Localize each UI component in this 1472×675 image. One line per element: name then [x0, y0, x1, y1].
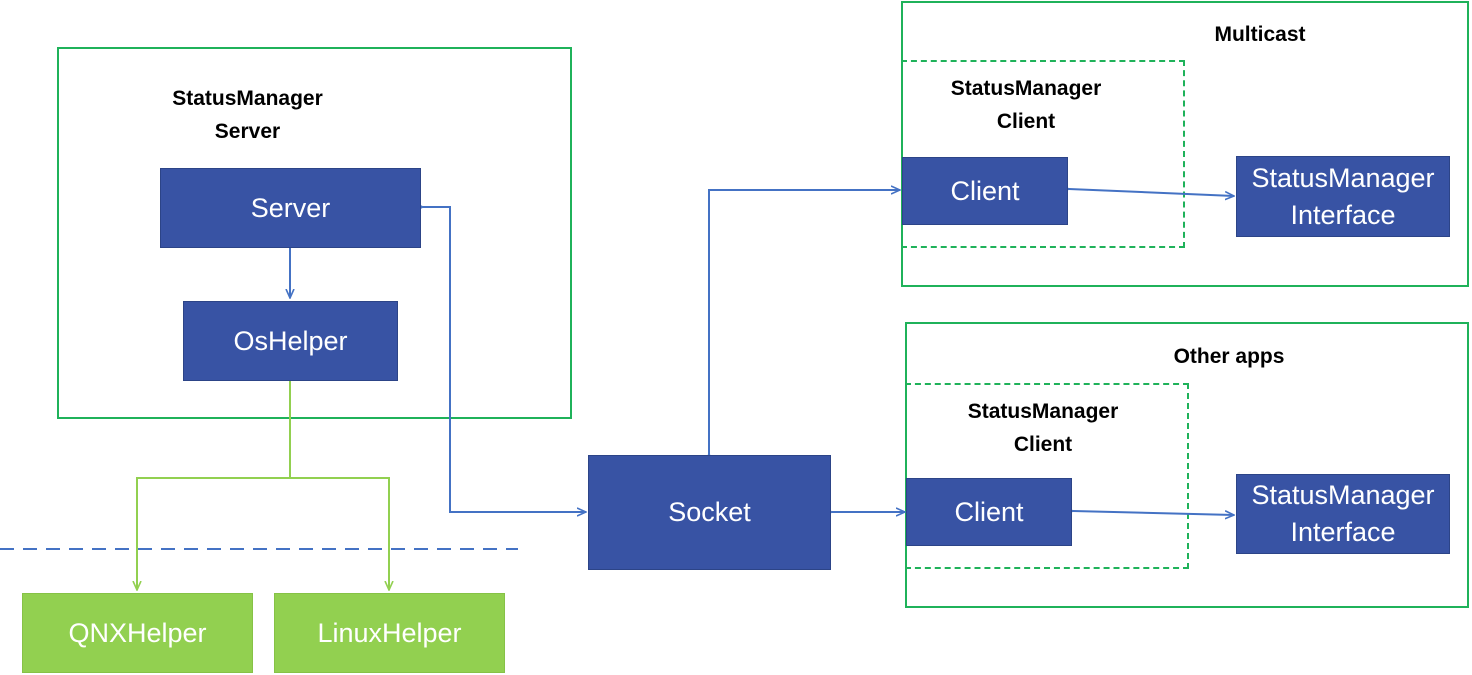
socket-node: Socket	[588, 455, 831, 570]
multicast-interface-line1: StatusManager	[1251, 162, 1435, 193]
other-apps-client-node: Client	[906, 478, 1072, 546]
other-apps-interface-line1: StatusManager	[1251, 480, 1435, 510]
multicast-interface-line2: Interface	[1290, 199, 1396, 230]
multicast-client-node: Client	[902, 157, 1068, 225]
server-group-title-line1: StatusManager	[172, 87, 323, 110]
oshelper-node: OsHelper	[183, 301, 398, 381]
server-node: Server	[160, 168, 421, 248]
qnxhelper-node: QNXHelper	[22, 593, 253, 673]
other-apps-interface-line2: Interface	[1290, 517, 1396, 547]
arrow-other-client-interface	[1073, 511, 1234, 515]
server-group-title: StatusManager Server	[140, 82, 355, 148]
other-apps-group-title: Other apps	[1173, 345, 1285, 368]
multicast-client-title-line1: StatusManager	[950, 77, 1102, 100]
other-apps-client-title-line1: StatusManager	[967, 400, 1119, 423]
multicast-interface-node: StatusManager Interface	[1236, 156, 1450, 237]
multicast-client-title-line2: Client	[996, 110, 1056, 133]
other-apps-client-frame	[905, 383, 1189, 569]
linuxhelper-node: LinuxHelper	[274, 593, 505, 673]
arrow-socket-multicast-client	[709, 190, 900, 454]
multicast-client-frame	[901, 60, 1185, 248]
arrow-to-qnxhelper	[137, 477, 290, 590]
other-apps-client-title: StatusManager Client	[934, 395, 1152, 461]
multicast-group-title: Multicast	[1214, 23, 1306, 46]
arrow-to-linuxhelper	[290, 477, 389, 590]
other-apps-interface-node: StatusManager Interface	[1236, 474, 1450, 554]
arrow-server-socket	[423, 207, 586, 512]
arrow-multicast-client-interface	[1069, 189, 1234, 196]
other-apps-client-title-line2: Client	[1013, 433, 1073, 456]
server-group-title-line2: Server	[214, 120, 281, 143]
multicast-client-title: StatusManager Client	[917, 72, 1135, 138]
